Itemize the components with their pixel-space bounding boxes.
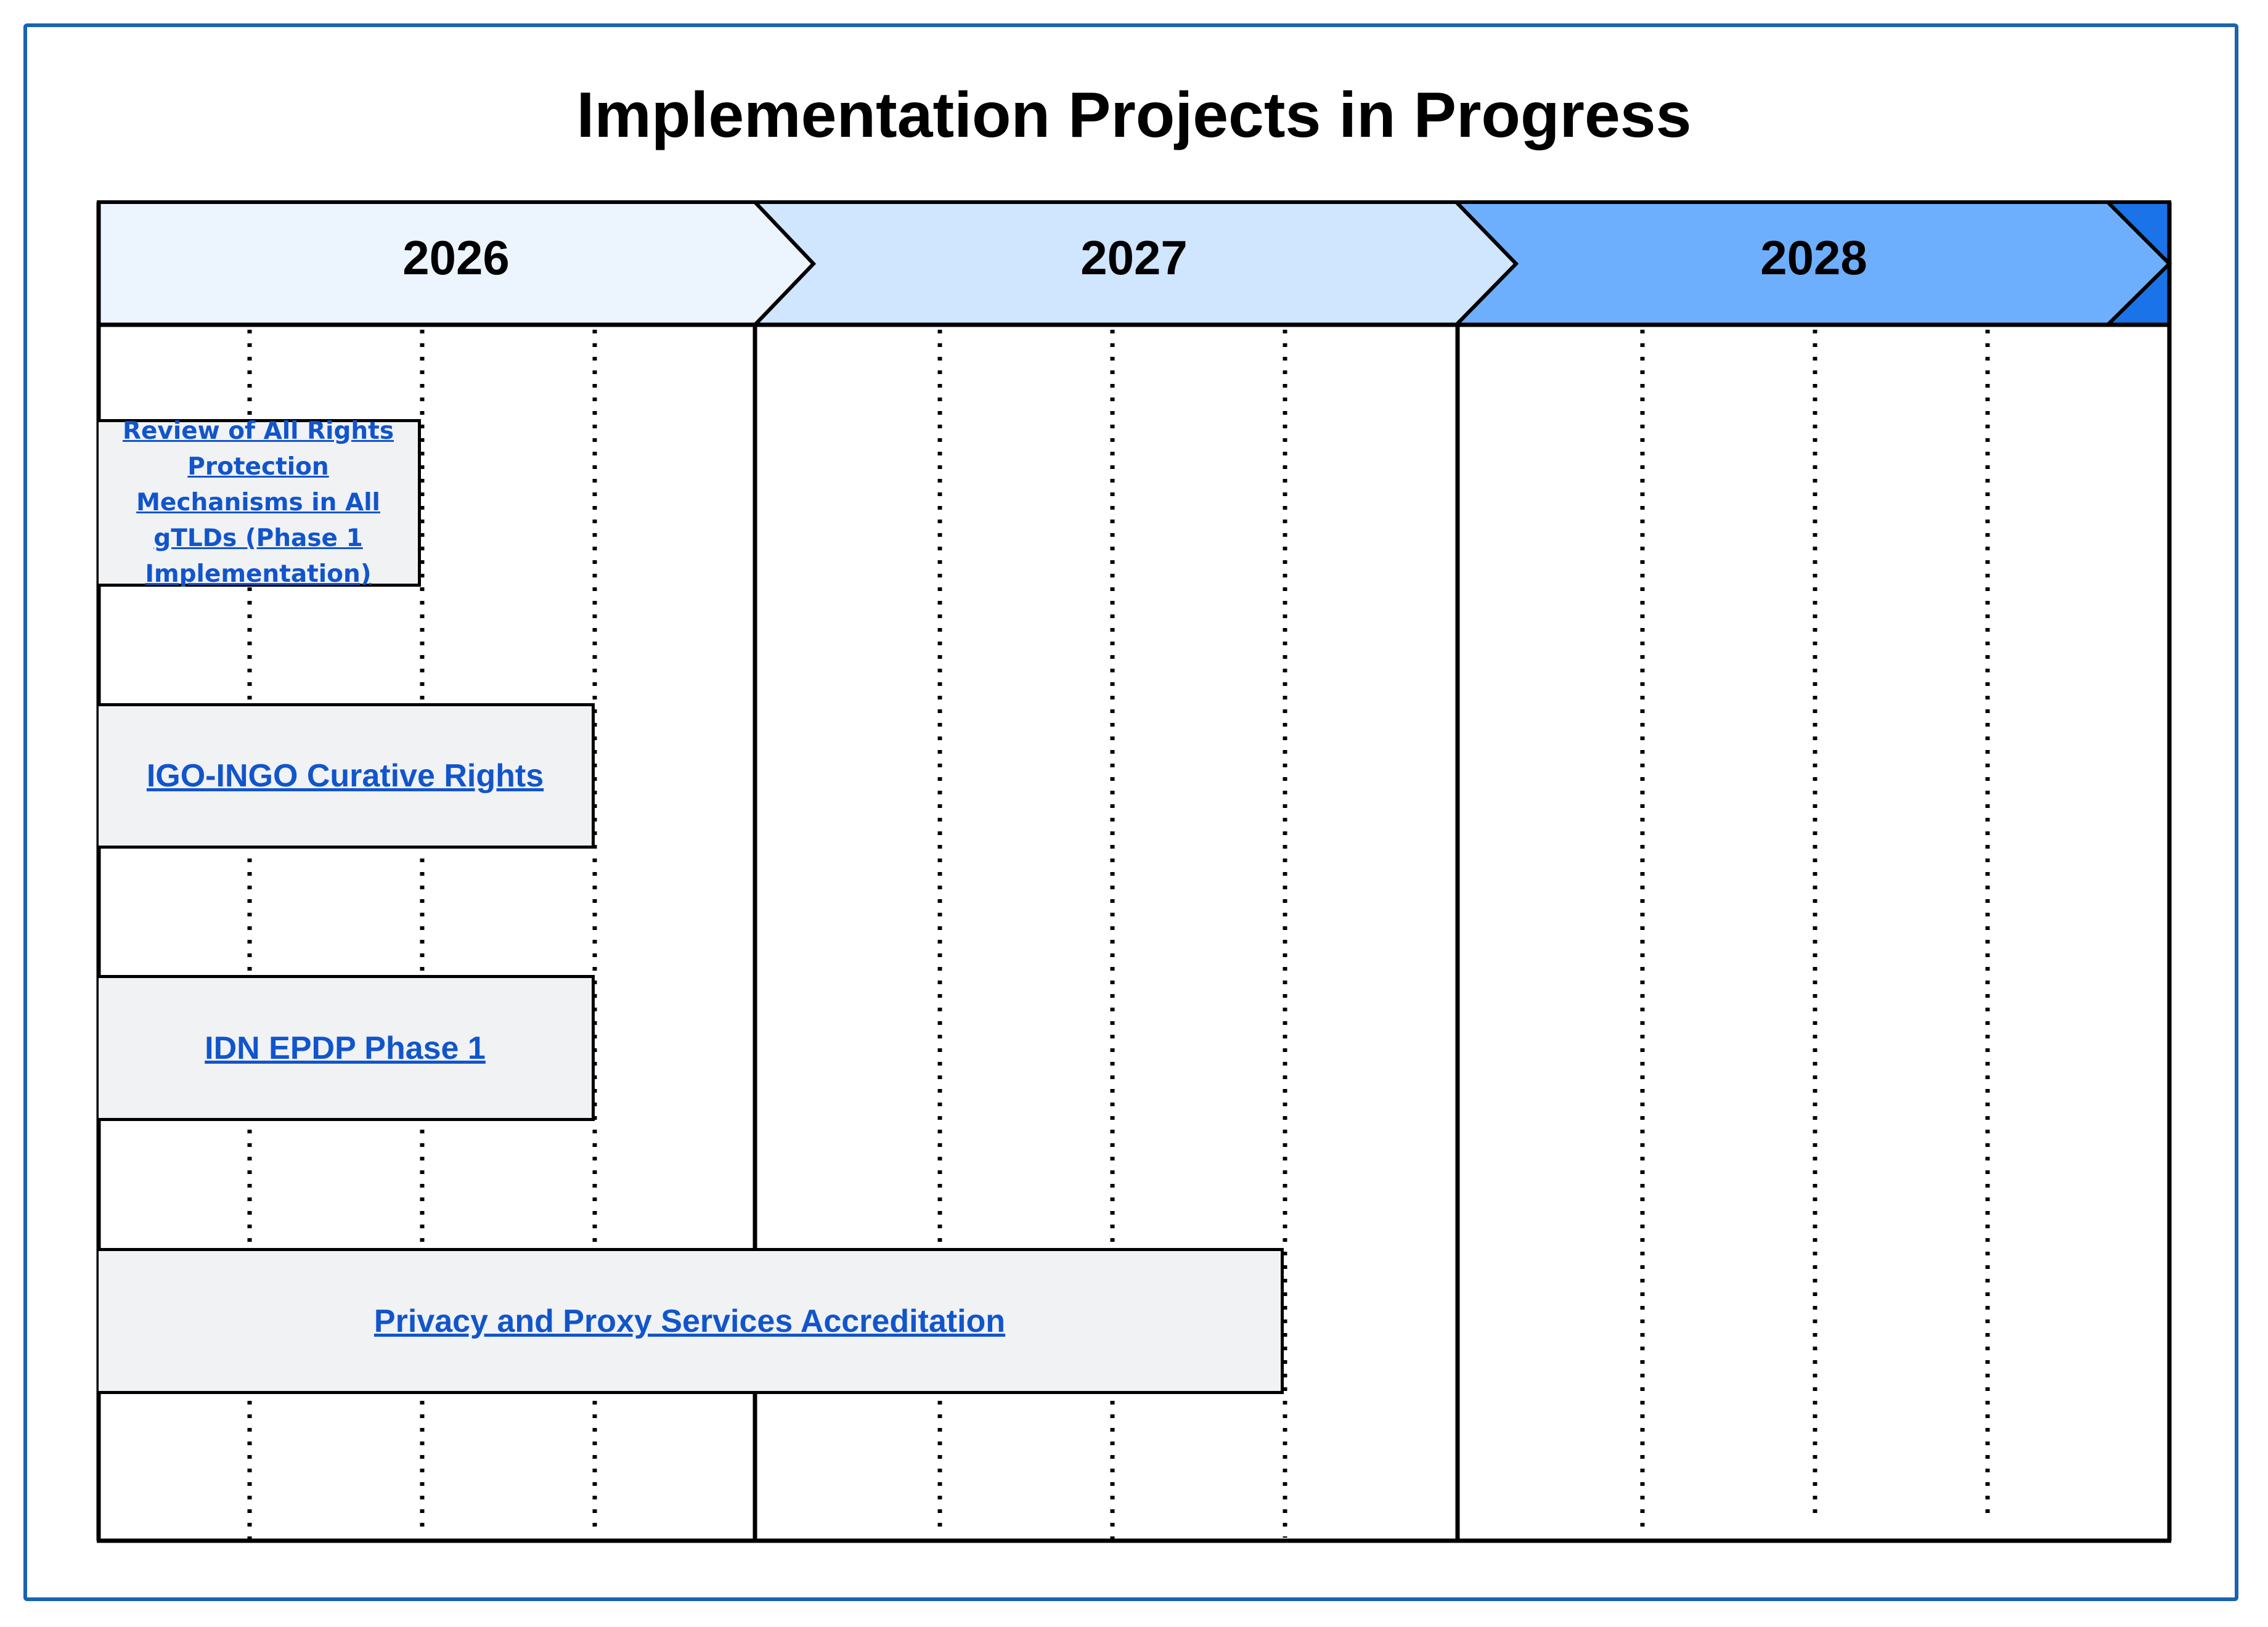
project-link-rpm-review[interactable]: Review of All Rights Protection Mechanis…	[122, 417, 394, 588]
year-label-2026: 2026	[402, 230, 510, 285]
year-label-2027: 2027	[1080, 230, 1188, 285]
project-bar-rpm-review: Review of All Rights Protection Mechanis…	[99, 417, 421, 588]
project-bar-idn-epdp: IDN EPDP Phase 1	[99, 975, 595, 1121]
diagram-title: Implementation Projects in Progress	[576, 80, 1692, 151]
diagram-frame	[23, 23, 2238, 1601]
year-separators	[96, 202, 2172, 1543]
project-bar-igo-ingo: IGO-INGO Curative Rights	[99, 703, 595, 849]
project-link-idn-epdp[interactable]: IDN EPDP Phase 1	[205, 1030, 486, 1066]
project-link-igo-ingo[interactable]: IGO-INGO Curative Rights	[146, 758, 544, 794]
project-bar-privacy-proxy: Privacy and Proxy Services Accreditation	[99, 1248, 1284, 1394]
project-link-privacy-proxy[interactable]: Privacy and Proxy Services Accreditation	[373, 1303, 1006, 1339]
year-label-2028: 2028	[1760, 230, 1867, 285]
